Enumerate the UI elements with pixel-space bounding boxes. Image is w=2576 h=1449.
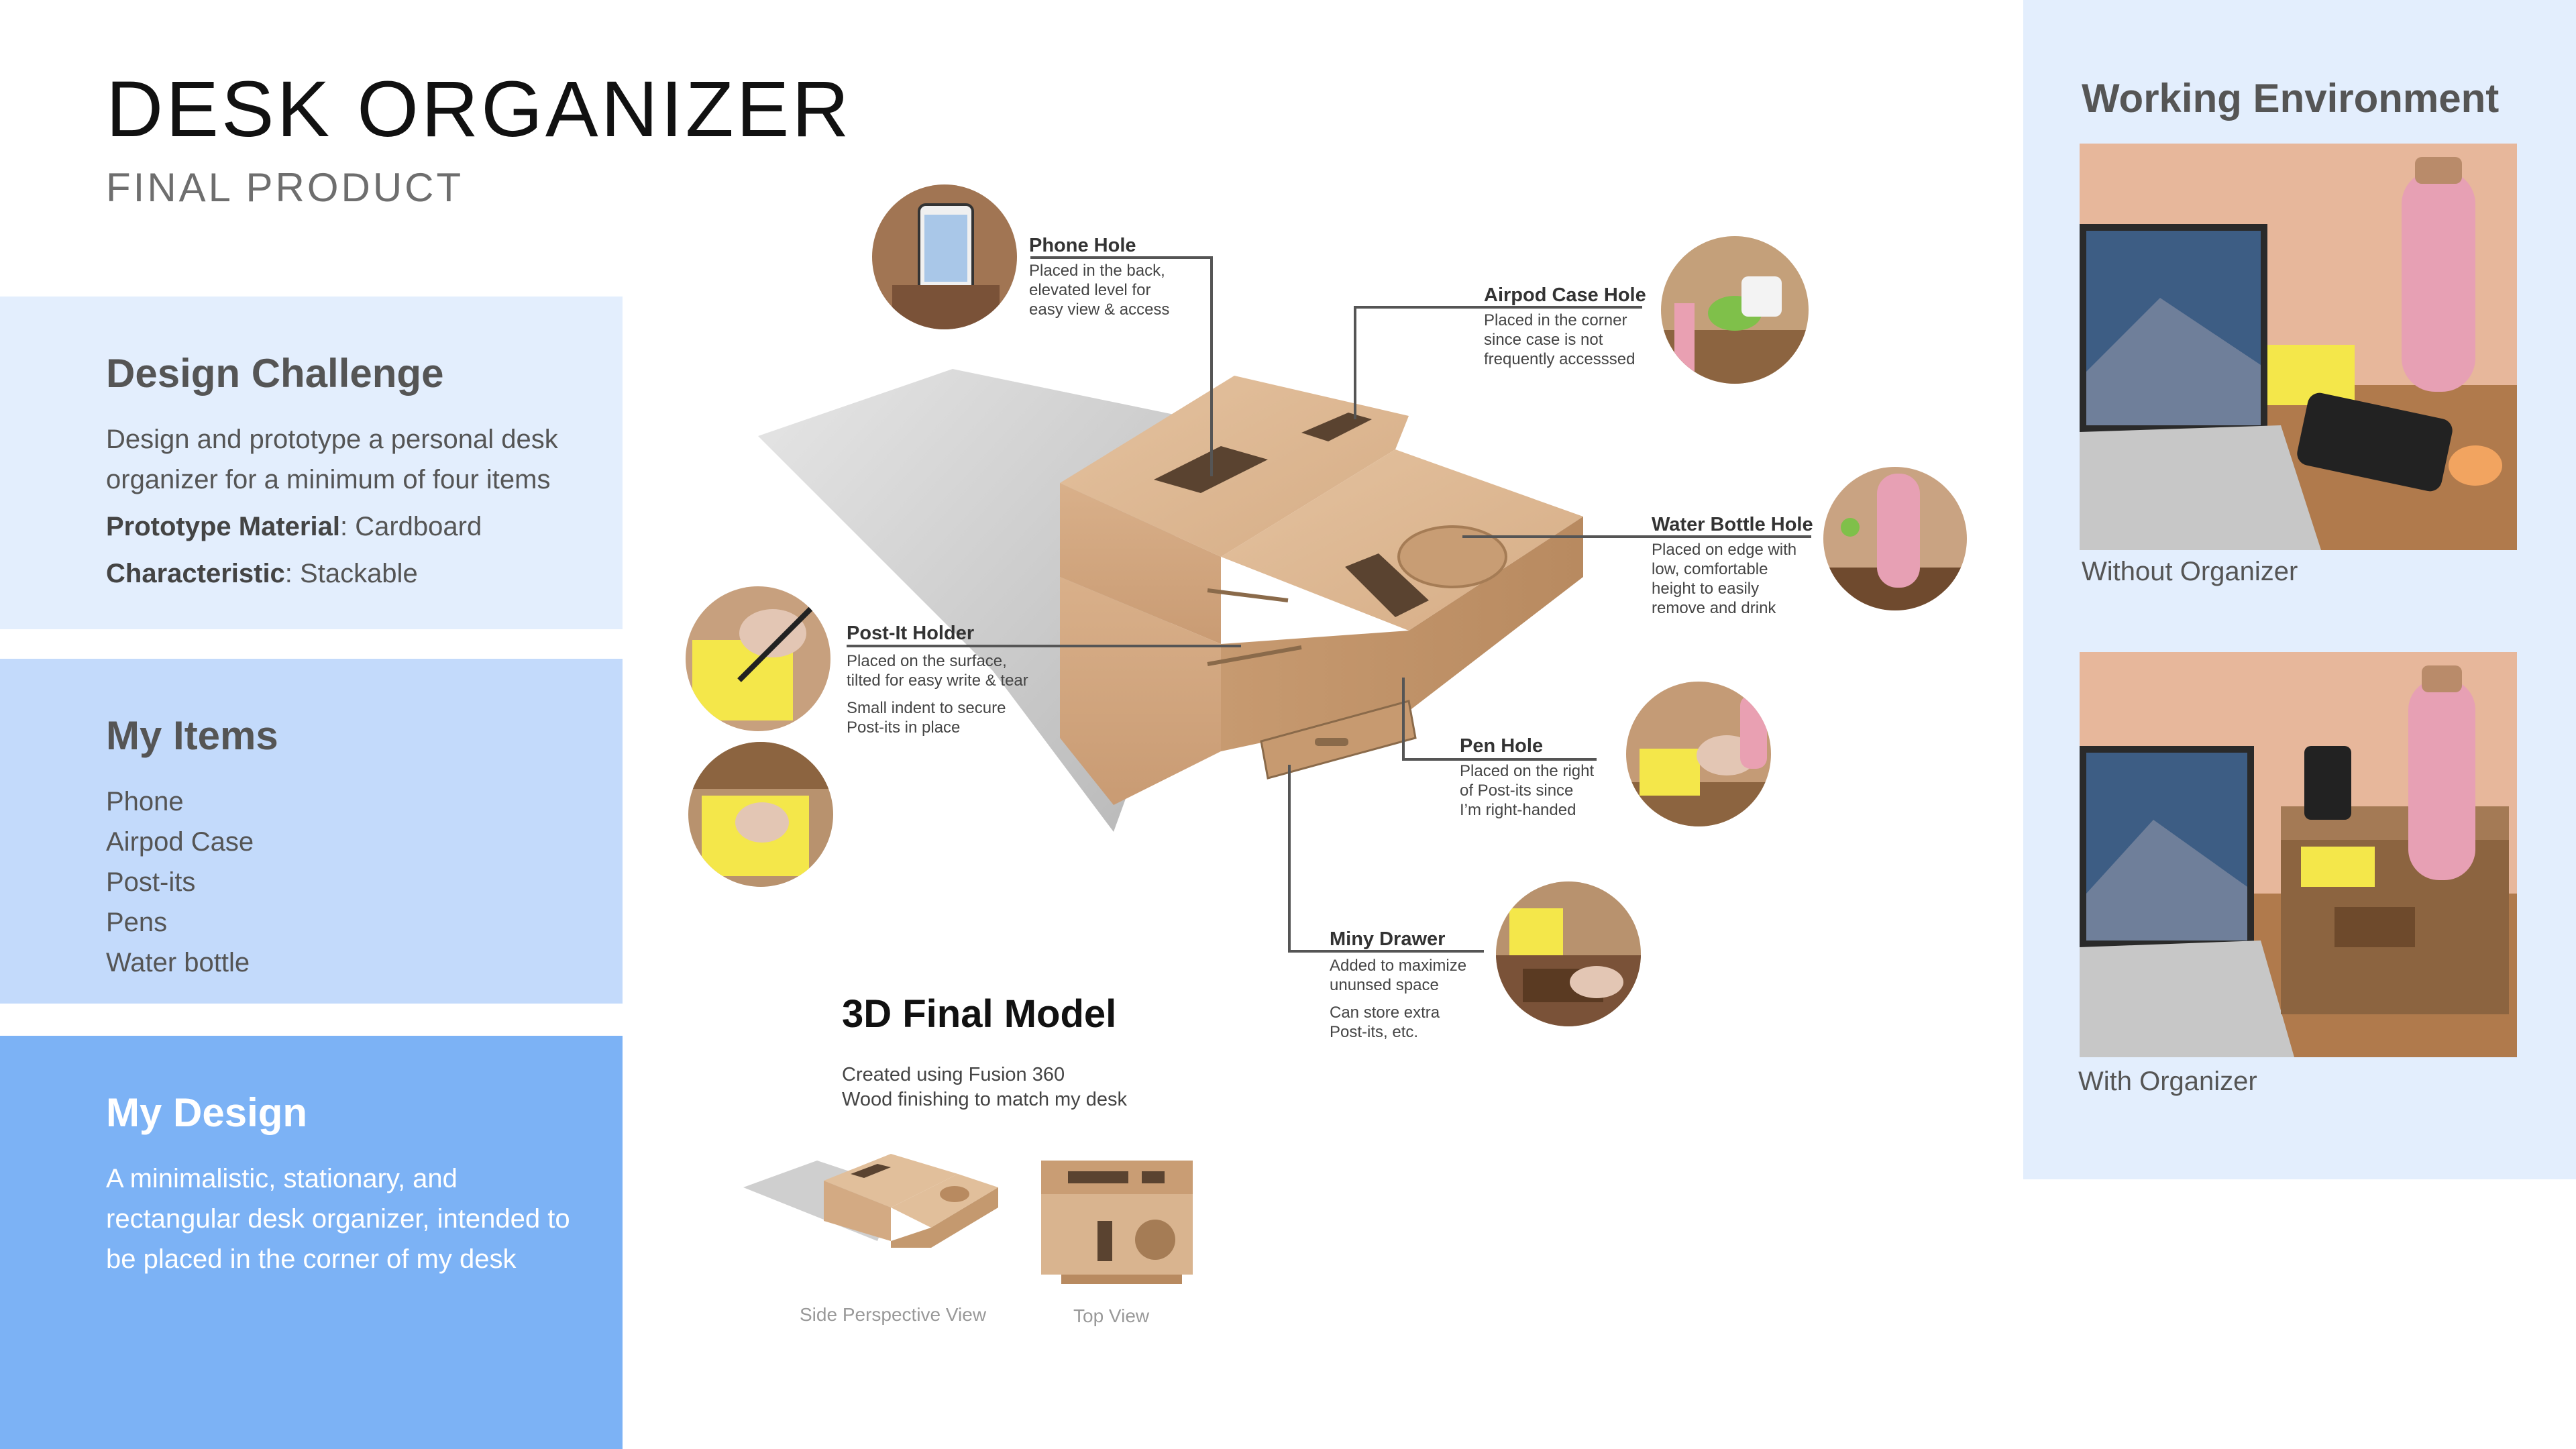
- callout-line: remove and drink: [1652, 599, 1776, 617]
- prototype-material-value: : Cardboard: [339, 512, 482, 541]
- callout-line: Post-its, etc.: [1330, 1023, 1419, 1041]
- lower-tier-top: [1221, 449, 1583, 631]
- design-challenge-text: Design and prototype a personal desk org…: [106, 425, 558, 494]
- callout-bottle: Water Bottle Hole Placed on edge with lo…: [1652, 514, 1813, 618]
- my-items-list: Phone Airpod Case Post-its Pens Water bo…: [106, 782, 623, 983]
- callout-line: since case is not: [1484, 331, 1603, 349]
- lower-tier-front: [1060, 577, 1221, 805]
- callout-desc: Can store extra Post-its, etc.: [1330, 1003, 1466, 1042]
- callout-title: Post-It Holder: [847, 623, 975, 644]
- callout-line: low, comfortable: [1652, 560, 1768, 578]
- bottle-photo: [1823, 467, 1967, 610]
- my-design-heading: My Design: [106, 1090, 308, 1135]
- callout-desc: Small indent to secure Post-its in place: [847, 698, 1028, 737]
- top-view: [1041, 1161, 1193, 1284]
- postit-photo-2: [688, 742, 833, 887]
- callout-line: Placed in the corner: [1484, 311, 1627, 329]
- model-description: Created using Fusion 360 Wood finishing …: [842, 1063, 1127, 1112]
- with-organizer-caption: With Organizer: [2078, 1067, 2257, 1096]
- callout-line: Can store extra: [1330, 1004, 1440, 1022]
- characteristic-label: Characteristic: [106, 559, 285, 588]
- lower-tier-side: [1221, 517, 1583, 751]
- model-line: Created using Fusion 360: [842, 1064, 1065, 1085]
- list-item: Water bottle: [106, 948, 250, 977]
- callout-line: height to easily: [1652, 580, 1760, 598]
- design-challenge-heading: Design Challenge: [106, 351, 444, 396]
- callout-phone: Phone Hole Placed in the back, elevated …: [1029, 235, 1169, 319]
- callout-pen: Pen Hole Placed on the right of Post-its…: [1460, 735, 1594, 820]
- callout-line: Placed on the right: [1460, 762, 1595, 780]
- prototype-material-label: Prototype Material: [106, 512, 340, 541]
- side-perspective-view: [743, 1154, 998, 1248]
- callout-drawer: Miny Drawer Added to maximize ununsed sp…: [1330, 928, 1466, 1042]
- callout-desc: Added to maximize ununsed space: [1330, 956, 1466, 995]
- page-title: DESK ORGANIZER: [106, 65, 852, 154]
- my-design-panel: My Design A minimalistic, stationary, an…: [0, 1036, 623, 1449]
- upper-tier-front: [1060, 483, 1221, 644]
- callout-line: frequently accesssed: [1484, 350, 1635, 368]
- list-item: Pens: [106, 908, 168, 937]
- callout-desc: Placed in the back, elevated level for e…: [1029, 261, 1169, 319]
- model-line: Wood finishing to match my desk: [842, 1089, 1127, 1110]
- callout-postit: Post-It Holder Placed on the surface, ti…: [847, 623, 1028, 737]
- working-environment-heading: Working Environment: [2082, 76, 2500, 121]
- callout-line: Placed in the back,: [1029, 262, 1165, 280]
- top-view-caption: Top View: [1073, 1305, 1150, 1326]
- callout-title: Miny Drawer: [1330, 928, 1446, 950]
- callout-line: Added to maximize: [1330, 957, 1467, 975]
- drawer-photo: [1496, 881, 1641, 1026]
- pen-photo: [1626, 682, 1771, 826]
- characteristic-value: : Stackable: [284, 559, 418, 588]
- callout-desc: Placed in the corner since case is not f…: [1484, 311, 1646, 369]
- callout-title: Phone Hole: [1029, 235, 1136, 256]
- callout-desc: Placed on the right of Post-its since I’…: [1460, 761, 1594, 820]
- airpod-slot: [1301, 413, 1372, 441]
- callout-airpod: Airpod Case Hole Placed in the corner si…: [1484, 284, 1646, 369]
- callout-line: tilted for easy write & tear: [847, 672, 1028, 690]
- postit-photo-1: [686, 586, 830, 731]
- callout-line: of Post-its since: [1460, 782, 1574, 800]
- with-organizer-photo: [2080, 652, 2517, 1057]
- callout-title: Pen Hole: [1460, 735, 1544, 757]
- phone-photo: [872, 184, 1017, 329]
- side-view-caption: Side Perspective View: [800, 1304, 987, 1325]
- characteristic: Characteristic: Stackable: [106, 553, 623, 594]
- design-challenge-panel: Design Challenge Design and prototype a …: [0, 297, 623, 629]
- without-organizer-photo: [2080, 144, 2517, 550]
- callout-line: I’m right-handed: [1460, 801, 1576, 819]
- callout-line: easy view & access: [1029, 301, 1170, 319]
- without-organizer-caption: Without Organizer: [2082, 557, 2298, 586]
- callout-desc: Placed on edge with low, comfortable hei…: [1652, 540, 1813, 618]
- postit-groove: [1207, 588, 1289, 602]
- list-item: Phone: [106, 787, 184, 816]
- list-item: Post-its: [106, 867, 196, 897]
- pen-leader: [1402, 678, 1597, 761]
- bottle-hole: [1397, 525, 1507, 588]
- page-subtitle: FINAL PRODUCT: [106, 165, 464, 210]
- prototype-material: Prototype Material: Cardboard: [106, 506, 623, 547]
- model-title: 3D Final Model: [842, 992, 1117, 1036]
- postit-groove: [1207, 645, 1302, 666]
- drawer-leader: [1288, 765, 1484, 953]
- my-design-text: A minimalistic, stationary, and rectangu…: [106, 1164, 570, 1274]
- callout-line: elevated level for: [1029, 281, 1151, 299]
- callout-title: Airpod Case Hole: [1484, 284, 1646, 306]
- my-items-heading: My Items: [106, 713, 278, 758]
- list-item: Airpod Case: [106, 827, 254, 857]
- callout-desc: Placed on the surface, tilted for easy w…: [847, 651, 1028, 690]
- callout-line: Placed on edge with: [1652, 541, 1797, 559]
- airpod-leader: [1354, 306, 1642, 419]
- drawer-handle: [1315, 738, 1348, 746]
- callout-line: Post-its in place: [847, 718, 961, 737]
- callout-line: Small indent to secure: [847, 699, 1006, 717]
- organizer-3d-render: [758, 369, 1583, 832]
- callout-line: Placed on the surface,: [847, 652, 1007, 670]
- phone-leader: [1030, 256, 1213, 476]
- my-items-panel: My Items Phone Airpod Case Post-its Pens…: [0, 659, 623, 1004]
- pen-hole: [1345, 553, 1429, 617]
- callout-title: Water Bottle Hole: [1652, 514, 1813, 535]
- callout-line: ununsed space: [1330, 976, 1439, 994]
- airpod-photo: [1661, 236, 1809, 384]
